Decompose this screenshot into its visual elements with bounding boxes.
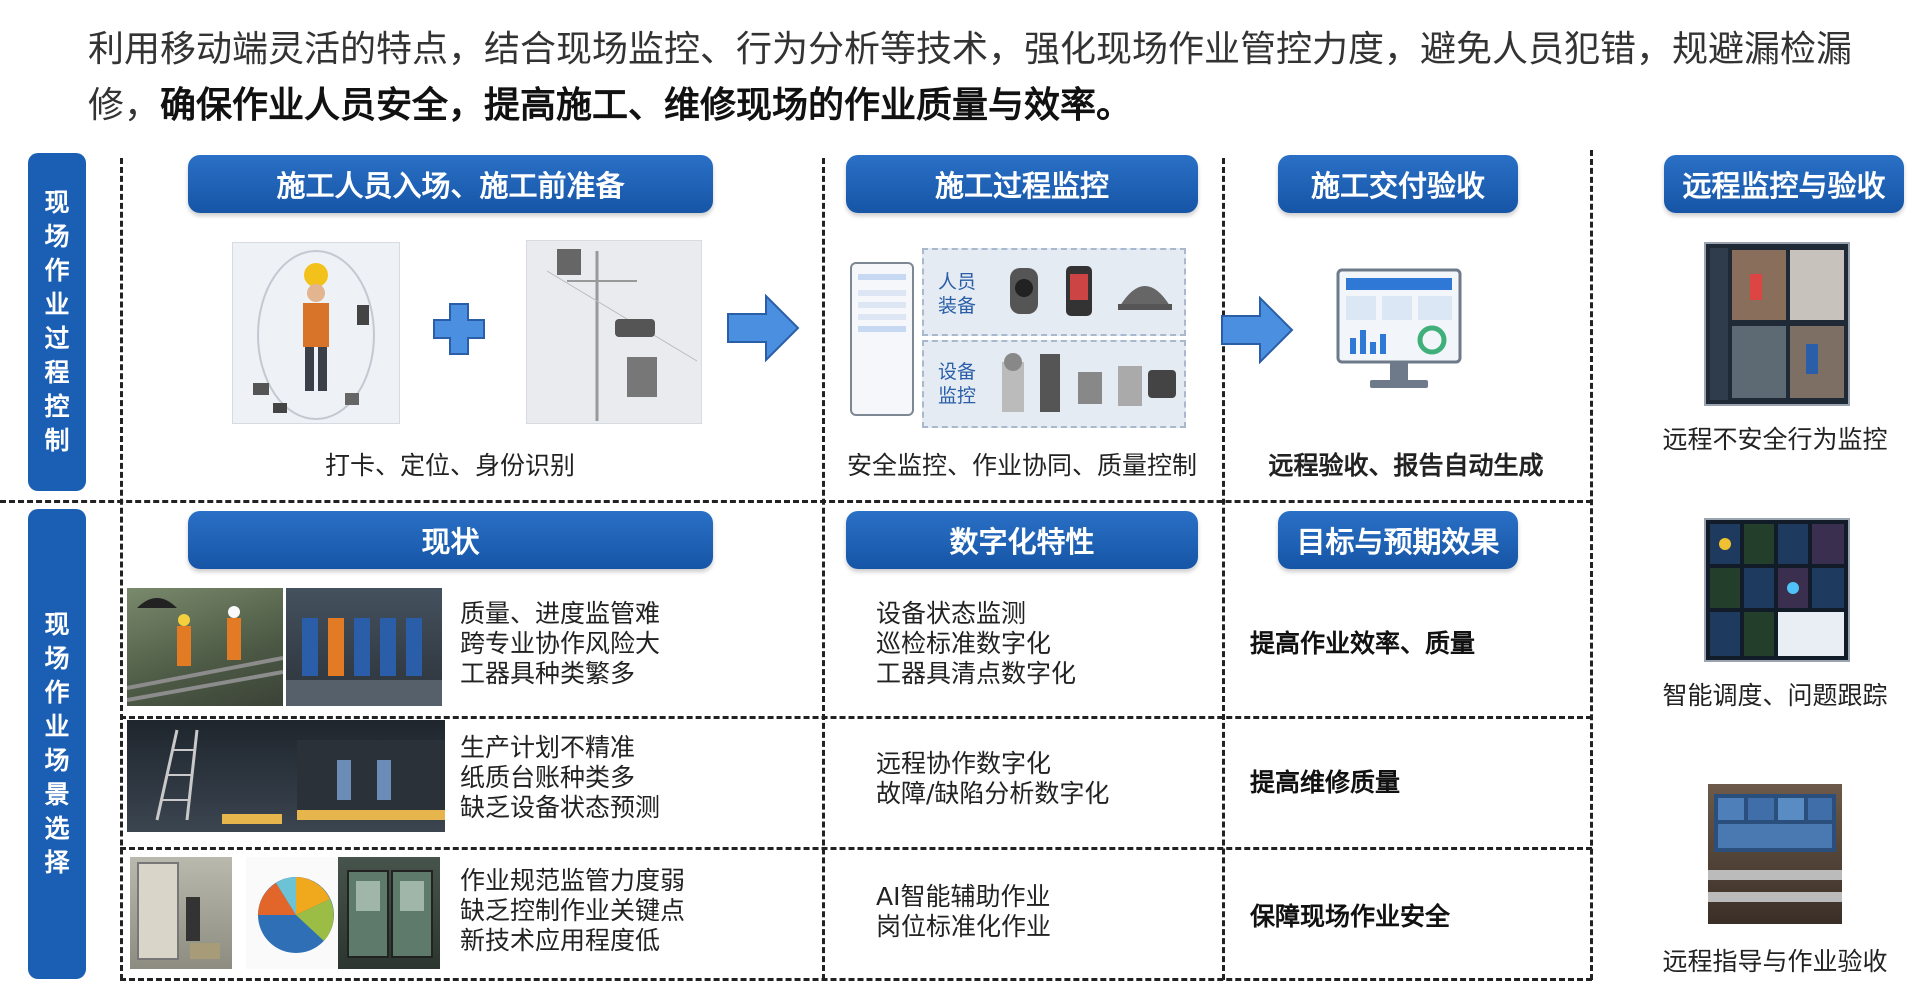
- row1-status: 质量、进度监管难 跨专业协作风险大 工器具种类繁多: [460, 599, 660, 689]
- plus-icon: [432, 302, 486, 360]
- list-item: 纸质台账种类多: [460, 763, 636, 792]
- list-item: 岗位标准化作业: [876, 912, 1052, 941]
- caption-process: 安全监控、作业协同、质量控制: [846, 451, 1197, 480]
- divider: [0, 500, 1592, 503]
- gear-label: 装备: [938, 295, 977, 317]
- divider: [1590, 150, 1593, 980]
- acceptance-dashboard-monitor: [1336, 268, 1462, 398]
- remote-caption-dispatch: 智能调度、问题跟踪: [1662, 681, 1888, 710]
- list-item: 质量、进度监管难: [460, 599, 661, 628]
- side-label-process-control: 现场作业过程控制: [28, 153, 86, 491]
- list-item: 新技术应用程度低: [460, 926, 661, 955]
- site-photo-workers-group: [286, 588, 442, 706]
- header-goals: 目标与预期效果: [1278, 511, 1518, 569]
- mobile-app-screen: [850, 262, 914, 416]
- personal-equipment-panel: 人员 装备: [922, 248, 1186, 336]
- device-label: 设备: [938, 361, 977, 383]
- list-item: 跨专业协作风险大: [460, 629, 661, 658]
- list-item: AI智能辅助作业: [876, 882, 1051, 911]
- remote-video-wall: [1704, 242, 1850, 406]
- divider: [822, 158, 825, 980]
- dispatch-dashboard-grid: [1704, 518, 1850, 662]
- list-item: 作业规范监管力度弱: [460, 866, 686, 895]
- header-status: 现状: [188, 511, 713, 569]
- device-monitoring-panel: 设备 监控: [922, 340, 1186, 428]
- divider: [1222, 158, 1225, 980]
- control-center-photo: [1708, 784, 1842, 924]
- list-item: 故障/缺陷分析数字化: [876, 779, 1110, 808]
- remote-caption-unsafe-behavior: 远程不安全行为监控: [1662, 425, 1888, 454]
- list-item: 缺乏设备状态预测: [460, 793, 661, 822]
- arrow-right-icon: [1220, 295, 1294, 368]
- caption-entry: 打卡、定位、身份识别: [324, 451, 575, 480]
- header-remote-monitoring: 远程监控与验收: [1664, 155, 1904, 213]
- list-item: 工器具清点数字化: [876, 659, 1077, 688]
- header-delivery-acceptance: 施工交付验收: [1278, 155, 1518, 213]
- divider: [120, 978, 1592, 981]
- site-photo-platform-door: [130, 857, 232, 969]
- remote-caption-guidance: 远程指导与作业验收: [1662, 947, 1888, 976]
- row3-goal: 保障现场作业安全: [1250, 902, 1451, 931]
- site-camera-diagram: [526, 240, 702, 424]
- row3-features: AI智能辅助作业 岗位标准化作业: [876, 882, 1051, 942]
- row2-features: 远程协作数字化 故障/缺陷分析数字化: [876, 749, 1109, 809]
- site-photo-track-work: [127, 588, 283, 706]
- arrow-right-icon: [726, 293, 800, 366]
- divider: [120, 847, 1592, 850]
- list-item: 远程协作数字化: [876, 749, 1052, 778]
- pie-chart-thumbnail: [246, 857, 342, 969]
- row2-status: 生产计划不精准 纸质台账种类多 缺乏设备状态预测: [460, 733, 660, 823]
- row1-goal: 提高作业效率、质量: [1250, 629, 1476, 658]
- worker-equipment-diagram: [232, 242, 400, 424]
- side-label-scene-selection: 现场作业场景选择: [28, 509, 86, 979]
- list-item: 设备状态监测: [876, 599, 1027, 628]
- person-label: 人员: [938, 271, 977, 293]
- site-photo-train-door: [338, 857, 440, 969]
- list-item: 巡检标准数字化: [876, 629, 1052, 658]
- row1-features: 设备状态监测 巡检标准数字化 工器具清点数字化: [876, 599, 1076, 689]
- caption-acceptance: 远程验收、报告自动生成: [1268, 451, 1544, 480]
- intro-bold: 确保作业人员安全，提高施工、维修现场的作业质量与效率。: [160, 85, 1133, 126]
- intro-text: 利用移动端灵活的特点，结合现场监控、行为分析等技术，强化现场作业管控力度，避免人…: [88, 22, 1888, 134]
- monitor-label: 监控: [938, 385, 977, 407]
- row3-status: 作业规范监管力度弱 缺乏控制作业关键点 新技术应用程度低: [460, 866, 685, 956]
- header-digital-features: 数字化特性: [846, 511, 1198, 569]
- list-item: 工器具种类繁多: [460, 659, 636, 688]
- intro-normal: 利用移动端灵活的特点，结合现场监控、行为分析等技术，强化现场作业管控力度，避免人…: [88, 29, 1853, 126]
- list-item: 生产计划不精准: [460, 733, 636, 762]
- divider: [120, 716, 1592, 719]
- row2-goal: 提高维修质量: [1250, 768, 1401, 797]
- list-item: 缺乏控制作业关键点: [460, 896, 686, 925]
- site-photo-night-ladder: [127, 720, 445, 832]
- header-entry-preparation: 施工人员入场、施工前准备: [188, 155, 713, 213]
- header-process-monitoring: 施工过程监控: [846, 155, 1198, 213]
- divider: [120, 158, 123, 980]
